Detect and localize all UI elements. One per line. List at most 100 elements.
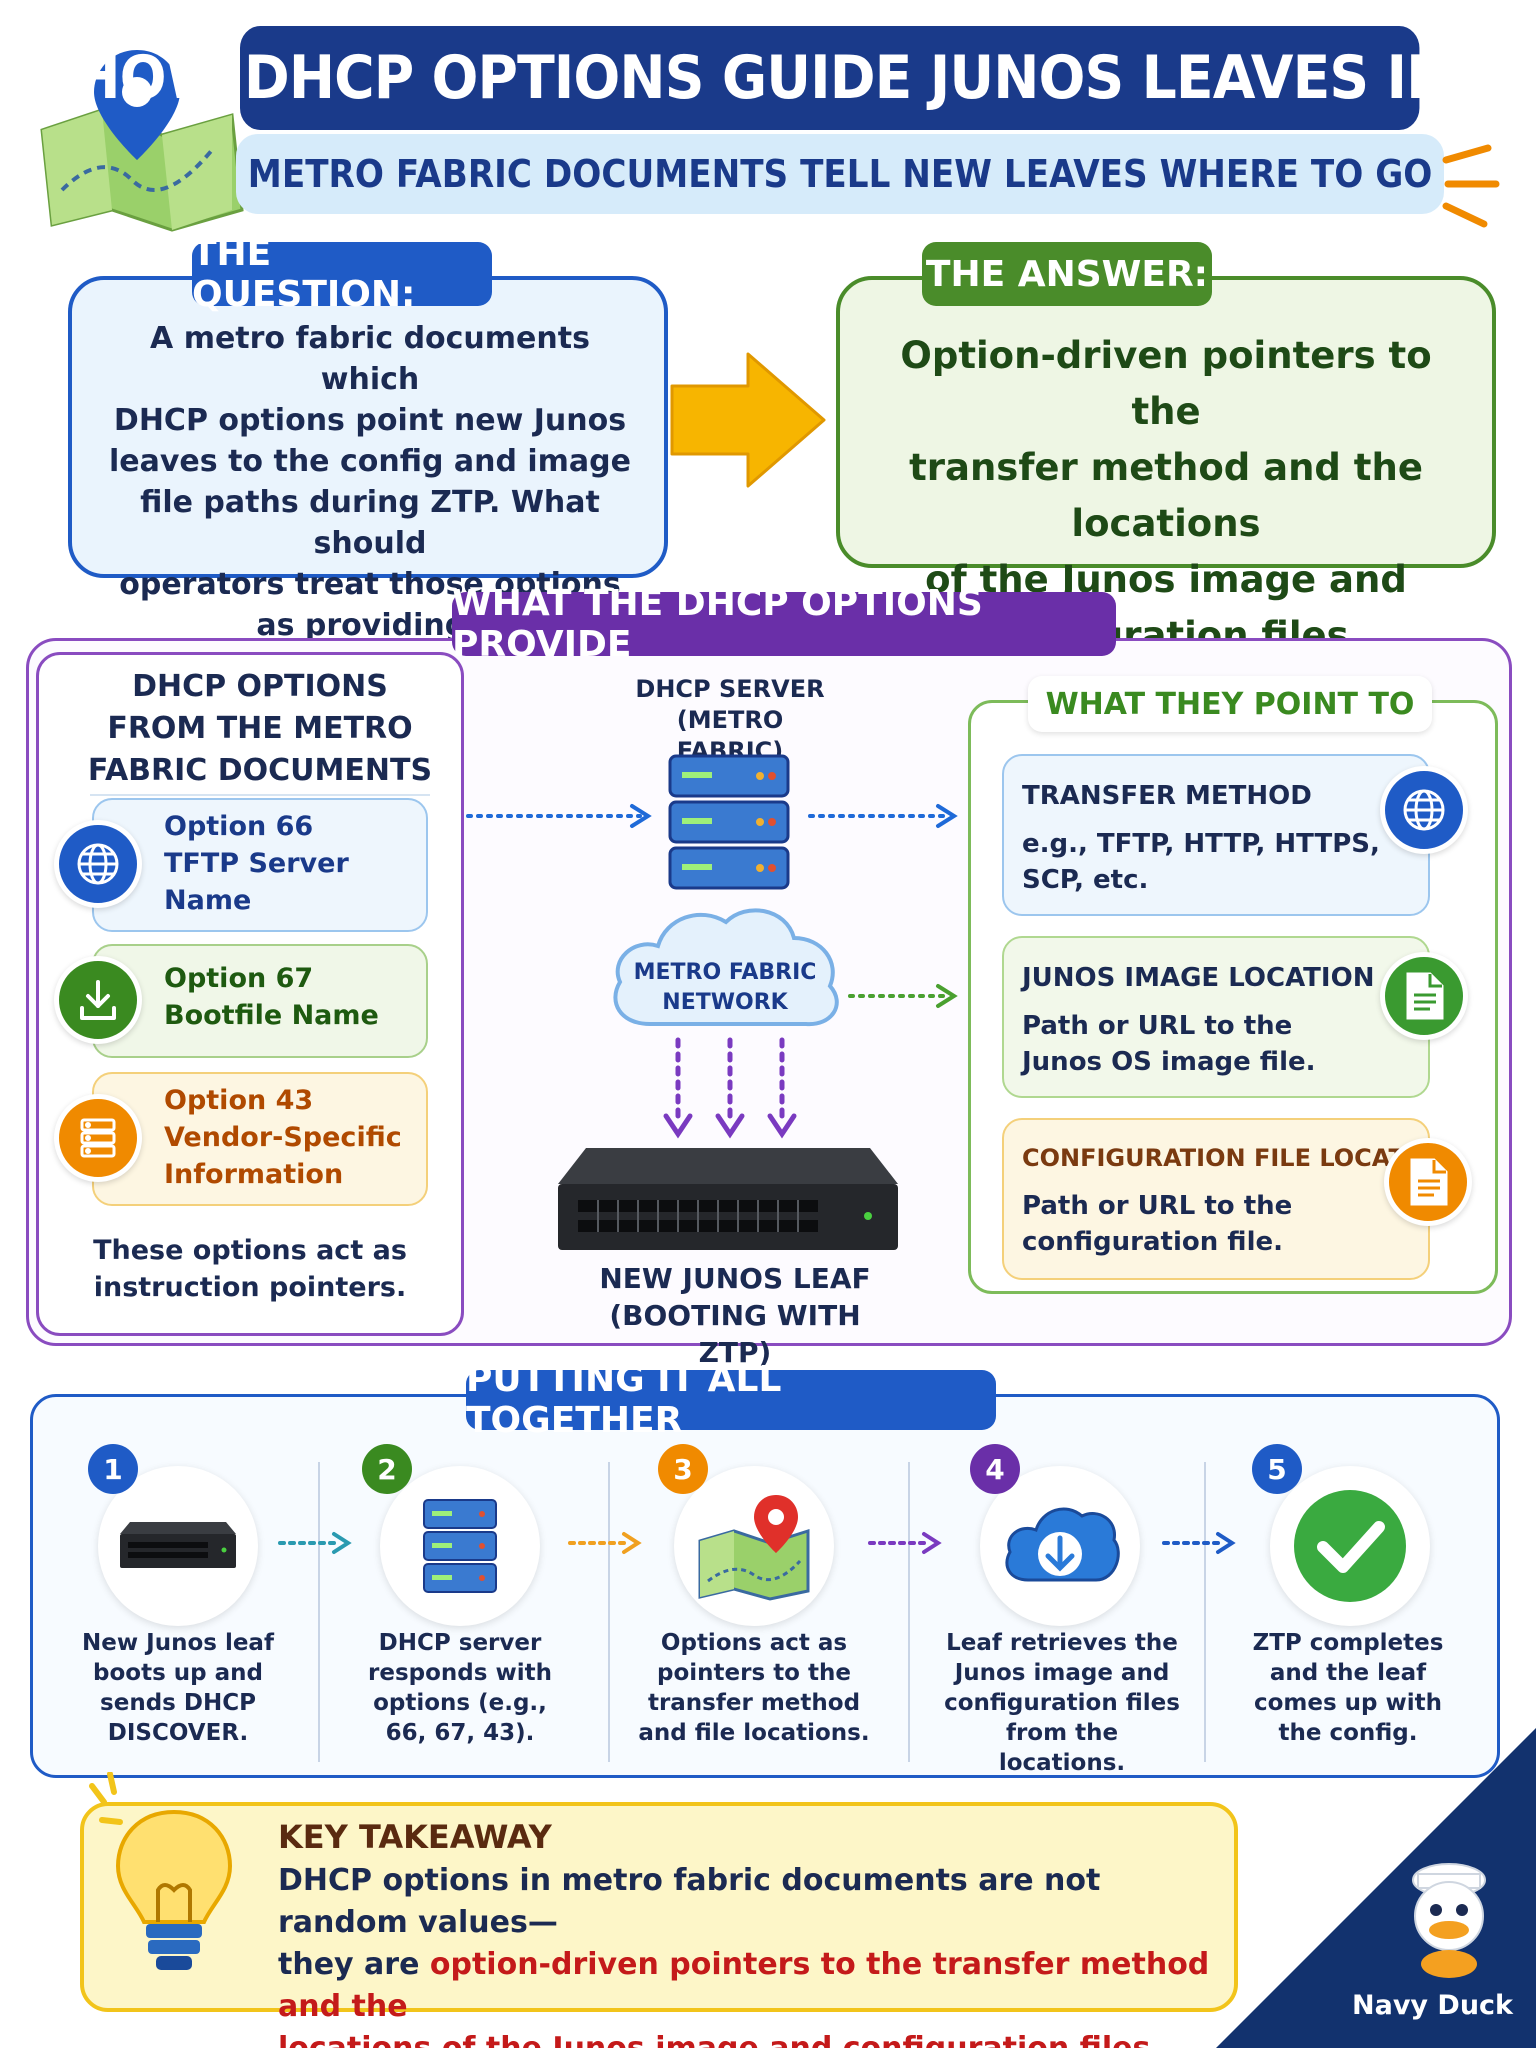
step-divider	[908, 1462, 910, 1762]
map-pin-icon	[698, 1495, 810, 1601]
lightbulb-icon	[84, 1771, 264, 1992]
step-line: options (e.g.,	[373, 1690, 547, 1716]
option-67-text: Option 67 Bootfile Name	[164, 960, 379, 1034]
server-icon	[423, 1499, 497, 1593]
option-line: TFTP Server	[164, 848, 349, 879]
question-line: A metro fabric documents which	[150, 321, 590, 397]
question-line: leaves to the config and image	[109, 444, 631, 479]
image-location-card	[1002, 936, 1430, 1098]
step-line: DISCOVER.	[107, 1720, 249, 1746]
takeaway-text: DHCP options in metro fabric documents a…	[278, 1860, 1218, 2048]
point-desc-line: e.g., TFTP, HTTP, HTTPS,	[1022, 829, 1380, 859]
step-5-number: 5	[1252, 1444, 1302, 1494]
note-line: These options act as	[93, 1235, 407, 1266]
options-heading: DHCP OPTIONS FROM THE METRO FABRIC DOCUM…	[80, 666, 440, 792]
step-line: ZTP completes	[1252, 1630, 1444, 1656]
server-list-icon	[54, 1094, 142, 1182]
globe-icon	[1380, 766, 1468, 854]
cloud-label-line: NETWORK	[662, 990, 788, 1015]
step-1-number: 1	[88, 1444, 138, 1494]
option-line: Option 43	[164, 1085, 314, 1116]
option-line: Vendor-Specific	[164, 1122, 402, 1153]
step-line: sends DHCP	[100, 1690, 256, 1716]
arrow-server-to-points	[806, 798, 966, 834]
leaf-label: NEW JUNOS LEAF (BOOTING WITH ZTP)	[570, 1260, 900, 1371]
check-icon	[1294, 1490, 1406, 1602]
step-line: boots up and	[93, 1660, 263, 1686]
arrow-step-4-5	[1160, 1528, 1240, 1558]
config-location-desc: Path or URL to the configuration file.	[1022, 1188, 1292, 1260]
step-line: and the leaf	[1269, 1660, 1427, 1686]
page-title: HOW DHCP OPTIONS GUIDE JUNOS LEAVES IN Z…	[74, 43, 1536, 113]
cloud-label-line: METRO FABRIC	[633, 960, 817, 985]
cloud-label: METRO FABRIC NETWORK	[630, 958, 820, 1018]
switch-icon	[556, 1144, 900, 1256]
option-line: Information	[164, 1159, 344, 1190]
step-line: Leaf retrieves the	[946, 1630, 1178, 1656]
step-line: Options act as	[660, 1630, 848, 1656]
config-location-title: CONFIGURATION FILE LOCATION	[1022, 1144, 1455, 1172]
point-heading: WHAT THEY POINT TO	[1028, 676, 1432, 732]
cloud-download-icon	[1005, 1507, 1120, 1582]
answer-box	[836, 276, 1496, 568]
steps-label: PUTTING IT ALL TOGETHER	[466, 1359, 996, 1441]
step-divider	[1204, 1462, 1206, 1762]
arrow-step-1-2	[276, 1528, 356, 1558]
config-location-card	[1002, 1118, 1430, 1280]
point-desc-line: Path or URL to the	[1022, 1011, 1293, 1041]
transfer-method-title: TRANSFER METHOD	[1022, 781, 1312, 811]
document-icon	[1380, 952, 1468, 1040]
options-heading-line: DHCP OPTIONS	[132, 669, 388, 704]
image-location-title: JUNOS IMAGE LOCATION	[1022, 963, 1375, 993]
server-label-line: DHCP SERVER	[635, 675, 825, 703]
option-line: Name	[164, 885, 252, 916]
options-divider	[90, 794, 430, 796]
takeaway-plain: they are	[278, 1947, 430, 1982]
brand-corner	[1216, 1728, 1536, 2048]
note-line: instruction pointers.	[93, 1272, 407, 1303]
title-banner: HOW DHCP OPTIONS GUIDE JUNOS LEAVES IN Z…	[74, 26, 1536, 130]
map-icon	[22, 40, 252, 240]
step-5-circle	[1270, 1466, 1430, 1626]
question-text: A metro fabric documents which DHCP opti…	[100, 318, 640, 646]
takeaway-box	[80, 1802, 1238, 2012]
duck-logo	[1394, 1850, 1504, 1980]
arrow-step-3-4	[866, 1528, 946, 1558]
options-heading-line: FABRIC DOCUMENTS	[87, 753, 433, 788]
option-67-card	[92, 944, 428, 1058]
page-subtitle: METRO FABRIC DOCUMENTS TELL NEW LEAVES W…	[247, 152, 1433, 196]
step-line: configuration files	[944, 1690, 1180, 1716]
takeaway-line: they are option-driven pointers to the t…	[278, 1944, 1218, 2028]
cloud-icon	[600, 894, 850, 1044]
switch-icon	[120, 1522, 236, 1568]
step-2-text: DHCP server responds with options (e.g.,…	[340, 1628, 580, 1748]
arrow-options-to-server	[464, 798, 660, 834]
answer-line: Option-driven pointers to the	[900, 334, 1432, 433]
subtitle-banner: METRO FABRIC DOCUMENTS TELL NEW LEAVES W…	[236, 134, 1444, 214]
arrow-step-2-3	[566, 1528, 646, 1558]
point-desc-line: Path or URL to the	[1022, 1191, 1293, 1221]
option-43-card	[92, 1072, 428, 1206]
step-line: and file locations.	[638, 1720, 870, 1746]
document-icon	[1384, 1138, 1472, 1226]
step-1-text: New Junos leaf boots up and sends DHCP D…	[58, 1628, 298, 1748]
options-heading-line: FROM THE METRO	[107, 711, 413, 746]
step-4-circle	[980, 1466, 1140, 1626]
answer-label: THE ANSWER:	[922, 242, 1212, 306]
option-line: Bootfile Name	[164, 1000, 379, 1031]
step-4-text: Leaf retrieves the Junos image and confi…	[942, 1628, 1182, 1778]
brand-name: Navy Duck	[1352, 1990, 1514, 2021]
step-line: pointers to the	[657, 1660, 851, 1686]
question-line: file paths during ZTP. What should	[140, 485, 600, 561]
options-note: These options act as instruction pointer…	[90, 1232, 410, 1306]
transfer-method-desc: e.g., TFTP, HTTP, HTTPS, SCP, etc.	[1022, 826, 1380, 898]
download-icon	[54, 956, 142, 1044]
point-desc-line: SCP, etc.	[1022, 865, 1149, 895]
step-line: from the locations.	[998, 1720, 1126, 1776]
step-line: 66, 67, 43).	[385, 1720, 535, 1746]
step-3-number: 3	[658, 1444, 708, 1494]
image-location-desc: Path or URL to the Junos OS image file.	[1022, 1008, 1316, 1080]
step-2-number: 2	[362, 1444, 412, 1494]
step-line: transfer method	[647, 1690, 861, 1716]
step-line: DHCP server	[378, 1630, 542, 1656]
